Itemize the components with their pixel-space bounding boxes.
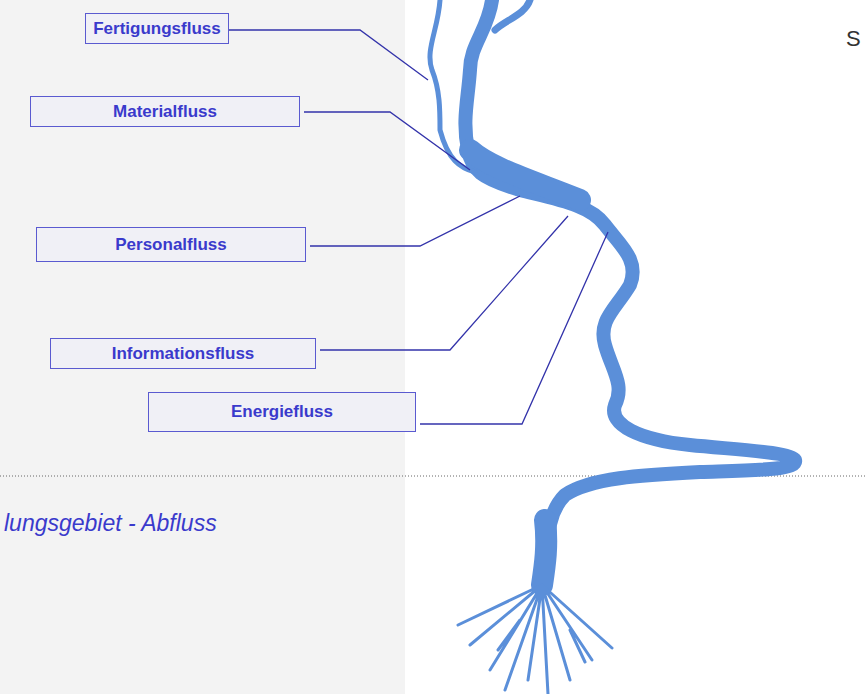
flow-box: Personalfluss [36, 227, 306, 262]
flow-label: Informationsfluss [112, 344, 255, 364]
flow-box: Fertigungsfluss [85, 13, 229, 44]
flow-label: Personalfluss [115, 235, 227, 255]
corner-letter: S [846, 26, 861, 52]
flow-box: Informationsfluss [50, 338, 316, 369]
region-label: lungsgebiet - Abfluss [4, 510, 217, 537]
flow-label: Energiefluss [231, 402, 333, 422]
flow-label: Fertigungsfluss [93, 19, 221, 39]
flow-box: Energiefluss [148, 392, 416, 432]
flow-box: Materialfluss [30, 96, 300, 127]
river [430, 0, 795, 694]
flow-label: Materialfluss [113, 102, 217, 122]
